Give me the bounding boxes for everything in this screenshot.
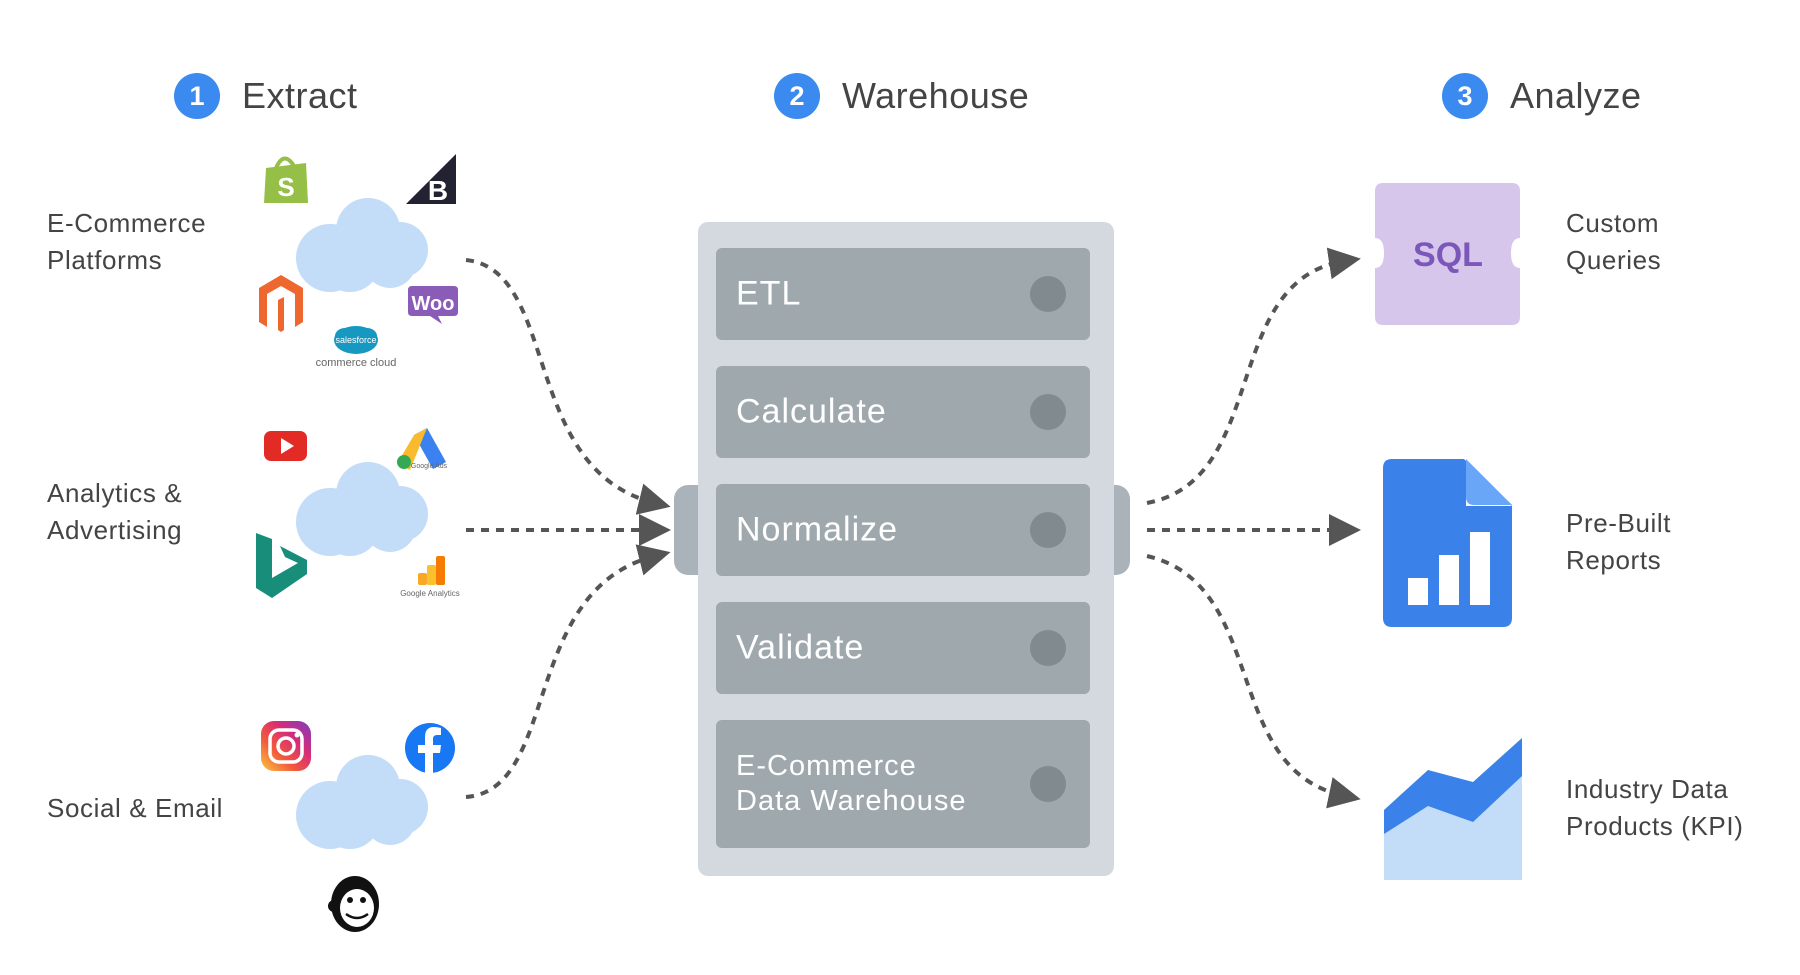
woocommerce-icon: Woo (408, 286, 458, 324)
status-dot (1030, 766, 1066, 802)
instagram-icon (261, 721, 311, 771)
google-ads-icon: Google Ads (397, 428, 448, 470)
source-label-line: Social & Email (47, 793, 224, 823)
stage-header-warehouse: 2 Warehouse (774, 68, 1029, 124)
bigcommerce-icon: B (406, 154, 456, 206)
arrow-warehouse-to-sql (1146, 247, 1361, 505)
source-label-line: Advertising (47, 515, 183, 545)
stage-title: Extract (242, 75, 358, 116)
svg-text:S: S (277, 172, 294, 202)
source-label-social: Social & Email (47, 790, 223, 827)
status-dot (1030, 394, 1066, 430)
svg-text:Woo: Woo (412, 293, 455, 315)
flow-arrows (465, 247, 1361, 809)
arrow-ecommerce-to-warehouse (465, 258, 671, 515)
step-number-badge: 2 (774, 73, 820, 119)
source-label-line: Analytics & (47, 478, 183, 508)
step-label: ETL (736, 274, 802, 313)
source-label-line: E-Commerce (47, 208, 207, 238)
shopify-icon: S (264, 156, 308, 203)
status-dot (1030, 512, 1066, 548)
step-label: Validate (736, 628, 865, 667)
step-number-badge: 1 (174, 73, 220, 119)
sql-icon: SQL (1375, 183, 1520, 325)
cloud-icon (296, 755, 428, 849)
warehouse-step-etl: ETL (716, 248, 1090, 340)
warehouse-step-data-warehouse: E-Commerce Data Warehouse (716, 720, 1090, 848)
svg-text:Google Analytics: Google Analytics (400, 589, 460, 598)
facebook-icon (405, 723, 455, 774)
step-number-badge: 3 (1442, 73, 1488, 119)
salesforce-icon: salesforce commerce cloud (316, 326, 397, 369)
step-label: Calculate (736, 392, 887, 431)
output-label-line: Products (KPI) (1566, 811, 1744, 841)
step-label: E-Commerce Data Warehouse (736, 749, 967, 819)
output-label-line: Industry Data (1566, 774, 1729, 804)
report-icon (1383, 459, 1512, 627)
area-chart-icon (1384, 738, 1522, 880)
step-label: Normalize (736, 510, 899, 549)
stage-title: Warehouse (842, 75, 1030, 116)
arrow-social-to-warehouse (465, 544, 671, 799)
svg-text:SQL: SQL (1413, 236, 1483, 274)
output-label-line: Pre-Built (1566, 508, 1672, 538)
step-label-line: E-Commerce (736, 750, 917, 782)
svg-text:salesforce: salesforce (335, 335, 376, 345)
output-label-kpi: Industry Data Products (KPI) (1566, 771, 1743, 845)
source-label-ecommerce: E-Commerce Platforms (47, 205, 206, 279)
magento-icon (259, 275, 303, 332)
cloud-icon (296, 462, 428, 556)
stage-title: Analyze (1510, 75, 1642, 116)
svg-text:commerce cloud: commerce cloud (316, 357, 397, 369)
warehouse-step-calculate: Calculate (716, 366, 1090, 458)
warehouse-step-validate: Validate (716, 602, 1090, 694)
svg-text:Google Ads: Google Ads (411, 463, 448, 470)
status-dot (1030, 276, 1066, 312)
youtube-icon (264, 431, 307, 461)
bing-icon (256, 533, 307, 598)
stage-header-analyze: 3 Analyze (1442, 68, 1642, 124)
status-dot (1030, 630, 1066, 666)
output-label-line: Custom (1566, 208, 1660, 238)
stage-header-extract: 1 Extract (174, 68, 358, 124)
svg-text:B: B (428, 175, 448, 206)
output-label-line: Queries (1566, 245, 1662, 275)
mailchimp-icon (328, 876, 379, 932)
step-label-line: Data Warehouse (736, 785, 967, 817)
output-label-reports: Pre-Built Reports (1566, 505, 1671, 579)
output-label-line: Reports (1566, 545, 1662, 575)
output-label-custom-queries: Custom Queries (1566, 205, 1661, 279)
source-label-analytics: Analytics & Advertising (47, 475, 182, 549)
cloud-icon (296, 198, 428, 292)
source-label-line: Platforms (47, 245, 163, 275)
warehouse-step-normalize: Normalize (716, 484, 1090, 576)
google-analytics-icon: Google Analytics (400, 556, 460, 598)
arrow-warehouse-to-kpi (1146, 554, 1361, 809)
